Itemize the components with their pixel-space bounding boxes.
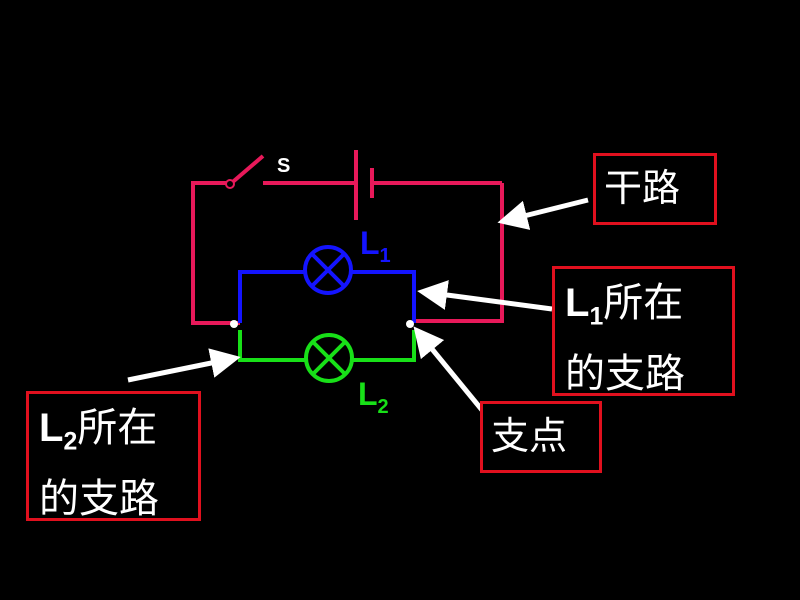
arrow-icon-junction [413, 326, 484, 412]
junction-dot-right [406, 320, 414, 328]
l2-branch-line1: L2所在 [39, 405, 158, 456]
main-wire-left [191, 181, 240, 325]
l1-wire-left [238, 270, 305, 323]
switch-icon [225, 154, 265, 189]
arrow-icon-l2-branch [127, 348, 241, 383]
l1-branch-box: L1所在 的支路 [552, 266, 735, 397]
junction-text: 支点 [491, 414, 568, 458]
battery-icon [354, 150, 374, 220]
l1-wire-right [352, 270, 416, 323]
l2-wire-right [352, 330, 416, 362]
lamp-l1-icon [303, 245, 353, 295]
lamp-l2-label: L2 [358, 376, 389, 418]
switch-label: S [277, 155, 290, 177]
lamp-l1-label: L1 [360, 225, 391, 267]
branch-l1 [238, 270, 416, 323]
l1-branch-line2: 的支路 [565, 350, 685, 397]
l2-wire-left [238, 330, 306, 362]
main-road-text: 干路 [604, 166, 681, 210]
arrow-icon-l1-branch [417, 280, 553, 312]
l1-branch-line1: L1所在 [565, 280, 684, 331]
l2-branch-line2: 的支路 [39, 475, 159, 522]
arrow-icon-main-road [497, 197, 589, 230]
l2-branch-box: L2所在 的支路 [26, 391, 201, 522]
junction-box: 支点 [480, 401, 602, 473]
main-road-box: 干路 [593, 153, 717, 225]
lamp-l2-icon [304, 333, 354, 383]
junction-dot-left [230, 320, 238, 328]
